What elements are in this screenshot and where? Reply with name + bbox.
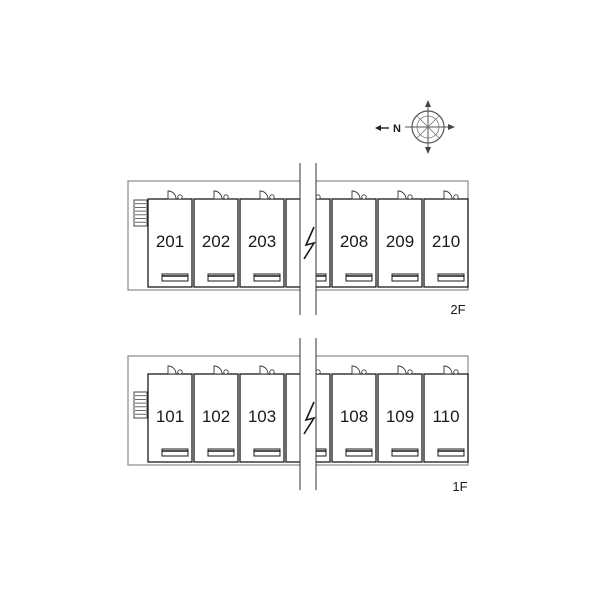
balcony <box>207 273 235 282</box>
compass-tip-right <box>448 124 455 130</box>
meter-box <box>269 369 275 375</box>
unit <box>239 365 285 463</box>
unit <box>147 365 193 463</box>
balcony <box>161 273 189 282</box>
unit-outline <box>377 373 423 463</box>
floor-label: 2F <box>450 302 465 317</box>
meter-box <box>177 194 183 200</box>
unit-number: 103 <box>248 407 276 426</box>
unit <box>377 365 423 463</box>
staircase <box>133 391 148 419</box>
break-zigzag <box>303 226 316 260</box>
unit-outline <box>193 198 239 288</box>
north-label: N <box>393 123 401 135</box>
unit <box>423 365 469 463</box>
balcony <box>437 448 465 457</box>
compass: N <box>375 100 455 154</box>
unit-number: 202 <box>202 232 230 251</box>
unit <box>377 190 423 288</box>
north-arrow-head <box>375 125 381 131</box>
unit <box>147 190 193 288</box>
door-swing <box>351 190 361 200</box>
unit <box>423 190 469 288</box>
balcony <box>391 273 419 282</box>
meter-box <box>269 194 275 200</box>
balcony <box>253 448 281 457</box>
balcony <box>391 448 419 457</box>
unit-outline <box>423 198 469 288</box>
stair-steps <box>135 203 146 223</box>
plan-break-mark <box>299 338 317 490</box>
door-swing <box>351 365 361 375</box>
compass-tip-top <box>425 100 431 107</box>
meter-box <box>223 369 229 375</box>
unit <box>239 190 285 288</box>
unit-number: 102 <box>202 407 230 426</box>
unit <box>331 190 377 288</box>
meter-box <box>361 369 367 375</box>
plan-break-mark <box>299 163 317 315</box>
unit-outline <box>239 373 285 463</box>
unit-outline <box>193 373 239 463</box>
door-swing <box>213 365 223 375</box>
unit-outline <box>147 373 193 463</box>
meter-box <box>453 369 459 375</box>
meter-box <box>223 194 229 200</box>
door-swing <box>397 190 407 200</box>
compass-diagonal-b <box>415 114 441 140</box>
door-swing <box>397 365 407 375</box>
unit-number: 201 <box>156 232 184 251</box>
balcony <box>161 448 189 457</box>
unit <box>331 365 377 463</box>
unit-number: 110 <box>432 407 459 426</box>
meter-box <box>453 194 459 200</box>
door-swing <box>259 365 269 375</box>
door-swing <box>167 365 177 375</box>
unit-outline <box>331 373 377 463</box>
door-swing <box>213 190 223 200</box>
unit-outline <box>423 373 469 463</box>
door-swing <box>443 365 453 375</box>
staircase <box>133 199 148 227</box>
meter-box <box>177 369 183 375</box>
floor-2f: 201 202 203 208 209 210 2F <box>127 163 469 317</box>
balcony <box>437 273 465 282</box>
compass-tip-bottom <box>425 147 431 154</box>
unit-number: 203 <box>248 232 276 251</box>
door-swing <box>167 190 177 200</box>
floor-label: 1F <box>452 479 467 494</box>
unit <box>193 190 239 288</box>
meter-box <box>361 194 367 200</box>
unit <box>193 365 239 463</box>
unit-number: 208 <box>340 232 368 251</box>
balcony <box>345 448 373 457</box>
balcony <box>345 273 373 282</box>
unit-number: 109 <box>386 407 414 426</box>
unit-number: 108 <box>340 407 368 426</box>
door-swing <box>443 190 453 200</box>
door-swing <box>259 190 269 200</box>
unit-number: 210 <box>432 232 460 251</box>
unit-number: 101 <box>156 407 184 426</box>
balcony <box>253 273 281 282</box>
floor-1f: 101 102 103 108 109 110 1F <box>127 338 469 494</box>
meter-box <box>407 369 413 375</box>
unit-outline <box>239 198 285 288</box>
break-zigzag <box>303 401 316 435</box>
meter-box <box>407 194 413 200</box>
unit-number: 209 <box>386 232 414 251</box>
balcony <box>207 448 235 457</box>
stair-steps <box>135 395 146 415</box>
